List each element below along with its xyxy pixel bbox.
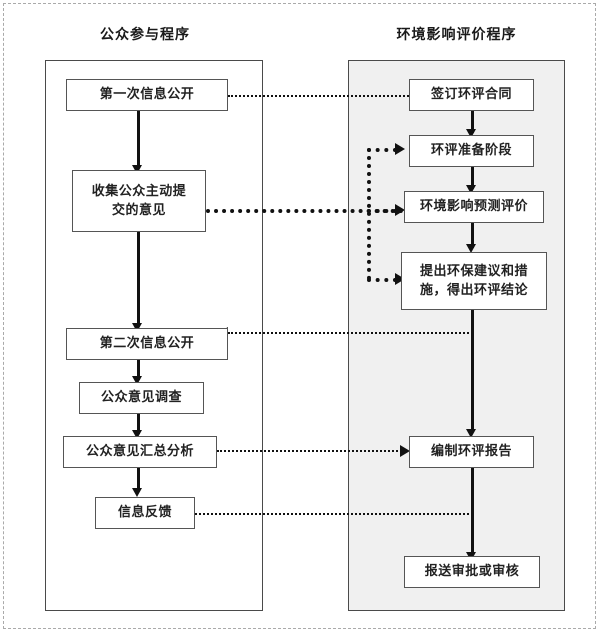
conn-l2-to-r3-line xyxy=(367,209,397,213)
conn-l2-to-r4-line xyxy=(367,278,397,282)
node-second-information-disclosure[interactable]: 第二次信息公开 xyxy=(66,328,228,360)
conn-l2-trunk-horizontal xyxy=(206,209,403,213)
node-sign-eia-contract[interactable]: 签订环评合同 xyxy=(409,79,534,111)
edge-l2-l3-arrow xyxy=(132,323,142,332)
edge-l4-l5-line xyxy=(137,414,140,434)
node-collect-public-opinions[interactable]: 收集公众主动提 交的意见 xyxy=(72,170,206,232)
node-collect-public-opinions-line1: 收集公众主动提 xyxy=(91,183,187,199)
node-public-opinion-survey[interactable]: 公众意见调查 xyxy=(79,382,204,414)
conn-l5-to-r5-line xyxy=(217,450,405,452)
node-submit-for-approval[interactable]: 报送审批或审核 xyxy=(404,556,540,588)
edge-r4-r5-arrow xyxy=(466,429,476,438)
column-title-left: 公众参与程序 xyxy=(100,27,190,43)
conn-l2-to-r3-arrow xyxy=(395,204,405,216)
conn-l2-to-r2-line xyxy=(367,148,397,152)
conn-r1-to-l1-line xyxy=(228,95,409,97)
node-environmental-impact-prediction[interactable]: 环境影响预测评价 xyxy=(404,191,544,223)
edge-r3-r4-arrow xyxy=(466,244,476,253)
edge-l3-l4-arrow xyxy=(132,376,142,385)
node-compile-eia-report[interactable]: 编制环评报告 xyxy=(409,436,534,468)
edge-r1-r2-arrow xyxy=(466,129,476,138)
node-collect-public-opinions-line2: 交的意见 xyxy=(111,203,166,218)
edge-l1-l2-arrow xyxy=(132,165,142,174)
column-title-right: 环境影响评价程序 xyxy=(396,27,517,43)
edge-l5-l6-arrow xyxy=(132,488,142,497)
edge-r1-r2-line xyxy=(471,111,474,133)
edge-r4-r5-line xyxy=(471,310,474,432)
edge-l3-l4-line xyxy=(137,360,140,380)
edge-l4-l5-arrow xyxy=(132,430,142,439)
node-eia-preparation-stage[interactable]: 环评准备阶段 xyxy=(409,135,534,167)
edge-l1-l2-line xyxy=(137,111,140,168)
conn-l2-to-r2-arrow xyxy=(395,143,405,155)
conn-r5-to-l6-line xyxy=(195,513,473,515)
edge-r2-r3-arrow xyxy=(466,185,476,194)
node-environmental-recommendations[interactable]: 提出环保建议和措 施，得出环评结论 xyxy=(401,252,547,310)
conn-r4-to-l3-line xyxy=(228,332,473,334)
node-environmental-recommendations-line1: 提出环保建议和措 xyxy=(419,263,528,279)
edge-l2-l3-line xyxy=(137,232,140,326)
edge-r2-r3-line xyxy=(471,167,474,189)
edge-l5-l6-line xyxy=(137,468,140,491)
node-environmental-recommendations-line2: 施，得出环评结论 xyxy=(419,283,528,298)
node-first-information-disclosure[interactable]: 第一次信息公开 xyxy=(66,79,228,111)
conn-l5-to-r5-arrow xyxy=(400,445,410,457)
node-information-feedback[interactable]: 信息反馈 xyxy=(95,497,195,529)
conn-l2-to-r4-arrow xyxy=(395,273,405,285)
edge-r3-r4-line xyxy=(471,223,474,248)
edge-r5-r6-line xyxy=(471,468,474,555)
node-public-opinion-analysis[interactable]: 公众意见汇总分析 xyxy=(63,436,217,468)
conn-l2-trunk-vertical xyxy=(367,148,371,280)
